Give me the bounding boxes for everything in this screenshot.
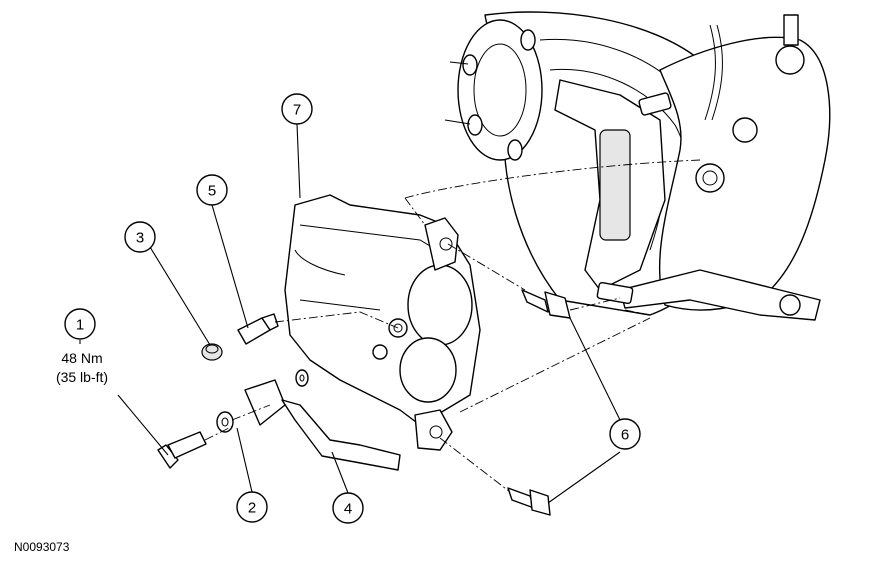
callout-1: 1 [64, 308, 96, 340]
copper-washer-outer [216, 411, 234, 433]
bracket-bolt-upper [638, 92, 672, 116]
figure-id: N0093073 [14, 540, 70, 554]
callout-1-label: 1 [76, 317, 84, 334]
banjo-bolt [157, 431, 207, 469]
callout-4-label: 4 [344, 501, 352, 518]
callout-7-label: 7 [293, 102, 301, 119]
torque-imperial: (35 lb-ft) [56, 369, 108, 385]
brake-hose [244, 379, 401, 471]
guide-pin-bolt-lower [507, 487, 551, 516]
callout-7: 7 [281, 93, 313, 125]
callout-6-label: 6 [621, 427, 629, 444]
callout-2: 2 [236, 491, 268, 523]
alignment-lines [204, 159, 701, 493]
leader-lines [79, 123, 621, 504]
callout-5-label: 5 [208, 183, 216, 200]
bleeder-screw [237, 313, 279, 345]
knuckle-rotor-assembly [444, 11, 831, 321]
brake-caliper [284, 194, 481, 451]
copper-washer-inner [295, 369, 309, 387]
callout-2-label: 2 [248, 500, 256, 517]
bracket-bolt-lower [596, 281, 634, 305]
callout-5: 5 [196, 174, 228, 206]
torque-spec: 48 Nm (35 lb-ft) [56, 350, 108, 385]
guide-pin-bolt-upper [521, 289, 571, 319]
callout-4: 4 [332, 492, 364, 524]
bleeder-cap [201, 343, 223, 361]
callout-3: 3 [124, 221, 156, 253]
callout-3-label: 3 [136, 230, 144, 247]
torque-metric: 48 Nm [61, 350, 102, 366]
callout-6: 6 [609, 418, 641, 450]
